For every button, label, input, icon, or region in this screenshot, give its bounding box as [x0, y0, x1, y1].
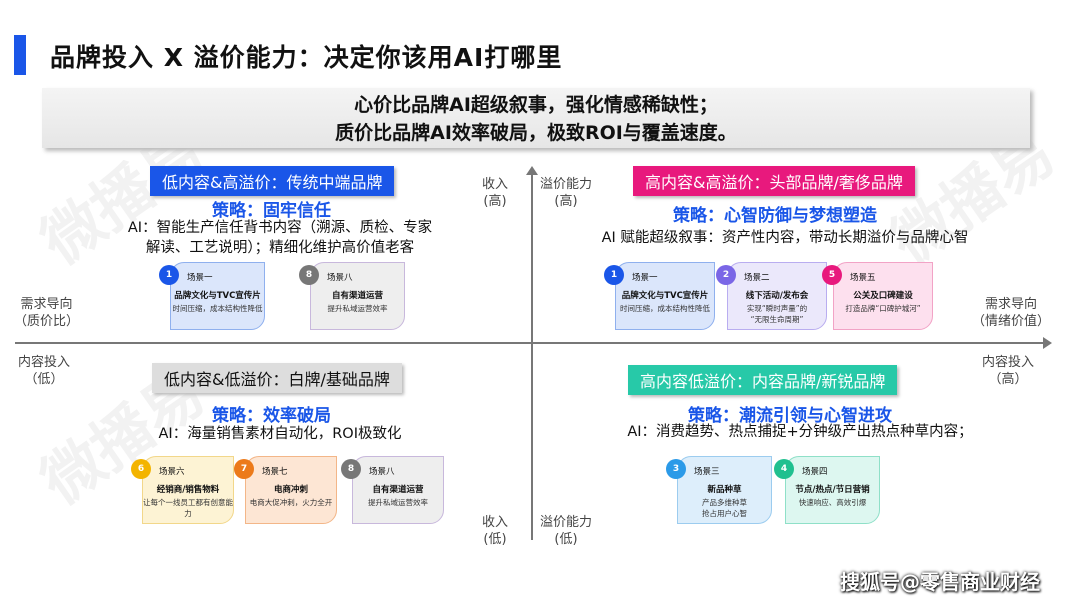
scenario-number-badge: 4 [774, 459, 794, 479]
scenario-number-badge: 8 [341, 459, 361, 479]
scenario-card: 1 场景一品牌文化与TVC宣传片时间压缩，成本结构性降低 [604, 262, 715, 330]
scenario-label: 场景一 [187, 273, 213, 283]
scenario-title: 自有渠道运营 [331, 291, 383, 301]
scenario-label: 场景五 [850, 273, 876, 283]
scenario-card: 3 场景三新品种草产品多维种草抢占用户心智 [666, 456, 772, 524]
scenario-label: 场景二 [744, 273, 770, 283]
scenario-card: 2 场景二线下活动/发布会实现“瞬时声量”的“无限生命周期” [716, 262, 827, 330]
scenario-card: 7 场景七电商冲刺电商大促冲刺，火力全开 [234, 456, 337, 524]
strategy-bl: 策略：效率破局 [212, 406, 331, 426]
banner-line: 质价比品牌AI效率破局，极致ROI与覆盖速度。 [335, 122, 737, 144]
scenario-title: 电商冲刺 [273, 485, 308, 495]
scenario-desc: 打造品牌“口碑护城河” [845, 304, 921, 313]
desc-tl: AI：智能生产信任背书内容（溯源、质检、专家解读、工艺说明）；精细化维护高价值老… [127, 220, 433, 256]
desc-br: AI：消费趋势、热点捕捉+分钟级产出热点种草内容； [627, 424, 973, 440]
scenario-number-badge: 1 [604, 265, 624, 285]
arrow-up-icon [526, 166, 538, 175]
quadrant-header-br: 高内容低溢价：内容品牌/新锐品牌 [628, 365, 898, 395]
scenario-desc: 实现“瞬时声量”的“无限生命周期” [746, 304, 808, 324]
scenario-title: 经销商/销售物料 [156, 485, 220, 495]
strategy-tr: 策略：心智防御与梦想塑造 [673, 206, 877, 226]
scenario-title: 公关及口碑建设 [853, 291, 913, 301]
scenario-number-badge: 1 [159, 265, 179, 285]
scenario-card: 4 场景四节点/热点/节日营销快速响应、高效引爆 [774, 456, 880, 524]
scenario-title: 线下活动/发布会 [745, 291, 809, 301]
page-title: 品牌投入 X 溢价能力：决定你该用AI打哪里 [50, 43, 563, 72]
axis-label-income-high: 收入(高) [482, 177, 509, 209]
quadrant-header-tr: 高内容&高溢价：头部品牌/奢侈品牌 [633, 166, 915, 196]
axis-label-demand-emotion: 需求导向（情绪价值） [972, 297, 1051, 329]
scenario-title: 品牌文化与TVC宣传片 [174, 291, 261, 301]
scenario-number-badge: 7 [234, 459, 254, 479]
scenario-card: 5 场景五公关及口碑建设打造品牌“口碑护城河” [822, 262, 933, 330]
quadrant-header-tl: 低内容&高溢价：传统中端品牌 [150, 166, 395, 196]
scenario-card: 1 场景一品牌文化与TVC宣传片时间压缩，成本结构性降低 [159, 262, 265, 330]
scenario-desc: 时间压缩，成本结构性降低 [620, 304, 710, 313]
scenario-card: 6 场景六经销商/销售物料让每个一线员工都有创意能力 [131, 456, 234, 524]
scenario-label: 场景八 [369, 467, 395, 477]
scenario-label: 场景七 [262, 467, 288, 477]
scenario-title: 品牌文化与TVC宣传片 [621, 291, 709, 301]
axis-label-demand-value: 需求导向（质价比） [14, 297, 80, 329]
scenario-label: 场景四 [802, 467, 828, 477]
desc-tr: AI 赋能超级叙事：资产性内容，带动长期溢价与品牌心智 [601, 230, 969, 246]
arrow-right-icon [1043, 337, 1052, 349]
strategy-br: 策略：潮流引领与心智进攻 [688, 406, 892, 426]
scenario-desc: 提升私域运营效率 [327, 304, 388, 313]
scenario-label: 场景八 [327, 273, 353, 283]
scenario-desc: 时间压缩，成本结构性降低 [172, 304, 263, 313]
strategy-tl: 策略：固牢信任 [212, 201, 331, 221]
scenario-label: 场景一 [632, 273, 658, 283]
scenario-card: 8 场景八自有渠道运营提升私域运营效率 [341, 456, 444, 524]
scenario-desc: 快速响应、高效引爆 [798, 498, 867, 507]
scenario-label: 场景六 [159, 467, 185, 477]
scenario-desc: 提升私域运营效率 [368, 498, 428, 507]
scenario-card: 8 场景八自有渠道运营提升私域运营效率 [299, 262, 405, 330]
scenario-number-badge: 8 [299, 265, 319, 285]
scenario-title: 新品种草 [707, 485, 742, 495]
scenario-number-badge: 6 [131, 459, 151, 479]
scenario-desc: 产品多维种草抢占用户心智 [702, 498, 747, 518]
axis-label-premium-high: 溢价能力(高) [540, 177, 593, 209]
scenario-label: 场景三 [694, 467, 720, 477]
scenario-number-badge: 2 [716, 265, 736, 285]
scenario-title: 节点/热点/节日营销 [795, 485, 870, 495]
banner-line: 心价比品牌AI超级叙事，强化情感稀缺性； [354, 94, 718, 116]
summary-banner: 心价比品牌AI超级叙事，强化情感稀缺性； 质价比品牌AI效率破局，极致ROI与覆… [42, 88, 1030, 148]
axis-label-content-high: 内容投入（高） [982, 355, 1035, 387]
axis-label-content-low: 内容投入（低） [18, 355, 71, 387]
scenario-desc: 电商大促冲刺，火力全开 [249, 498, 333, 507]
horizontal-axis [15, 342, 1045, 344]
axis-label-premium-low: 溢价能力(低) [540, 515, 593, 547]
desc-bl: AI：海量销售素材自动化，ROI极致化 [158, 426, 402, 442]
scenario-number-badge: 5 [822, 265, 842, 285]
footer-source: 搜狐号@零售商业财经 [840, 570, 1040, 594]
scenario-desc: 让每个一线员工都有创意能力 [143, 498, 233, 518]
scenario-title: 自有渠道运营 [372, 485, 424, 495]
vertical-axis [531, 172, 533, 540]
axis-label-income-low: 收入(低) [482, 515, 509, 547]
title-accent-bar [14, 35, 26, 75]
scenario-number-badge: 3 [666, 459, 686, 479]
quadrant-header-bl: 低内容&低溢价：白牌/基础品牌 [152, 363, 402, 393]
